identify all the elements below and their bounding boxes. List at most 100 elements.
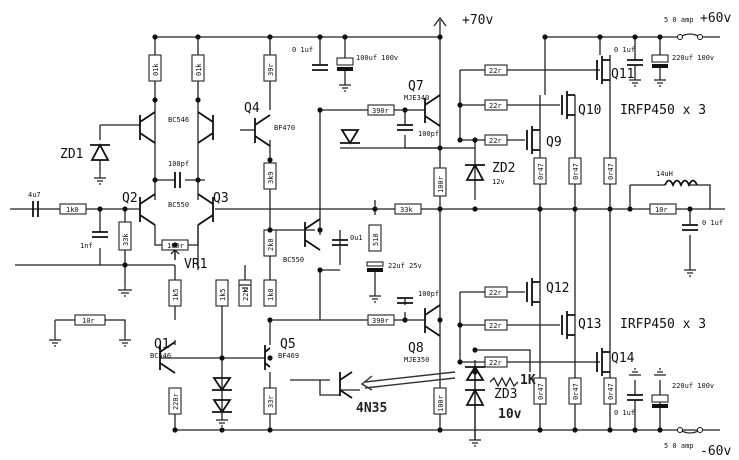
resistor-510 (368, 224, 382, 252)
resistor-0r47-b (568, 157, 582, 185)
r-220r-bot-value: 220r (172, 393, 180, 410)
resistor-1k5-c (238, 279, 252, 307)
r-0r47-d-value: 0r47 (537, 383, 545, 400)
resistor-0r47-c (603, 157, 617, 185)
rail-plus70-label: +70v (462, 13, 493, 28)
capacitor-100pf-q7 (397, 124, 413, 131)
r-22r-a-value: 22r (489, 67, 502, 75)
pnp-transistor-icon (254, 114, 271, 147)
q10-label: Q10 (578, 103, 601, 118)
c-100pf-bot-value: 100pf (418, 290, 439, 298)
r-22r-c-value: 22r (489, 137, 502, 145)
zd3-upper-diode (465, 365, 485, 381)
zd2-label: ZD2 (492, 161, 515, 176)
q1-label: Q1 (154, 337, 170, 352)
resistor-1k0-b (263, 279, 277, 307)
r-1k0-value: 1k0 (66, 206, 79, 214)
r-33r-bot-value: 33r (267, 395, 275, 408)
r-1k5-r-value: 1k5 (219, 288, 227, 301)
r-0r47-f-value: 0r47 (607, 383, 615, 400)
resistor-10r-gnd (74, 314, 106, 326)
c-100pf-pair-value: 100pf (168, 160, 189, 168)
capacitor-01uf-top (312, 64, 328, 71)
r-1k5-l-value: 1k5 (172, 288, 180, 301)
capacitor-220uf-bot (651, 394, 669, 403)
irfp-bottom-label: IRFP450 x 3 (620, 317, 706, 332)
resistor-33k-fb (394, 203, 422, 215)
junctions (97, 34, 693, 433)
rail-plus60-label: +60v (700, 11, 731, 26)
r-0r47-b-value: 0r47 (572, 163, 580, 180)
capacitor-220uf-top (651, 54, 669, 63)
bf469-label: BF469 (278, 352, 299, 360)
q8-transistor (424, 304, 441, 337)
bc550-vbe: BC550 (283, 256, 304, 264)
inductor-icon (664, 179, 698, 188)
c-01uf-bot-value: 0 1uf (614, 409, 635, 417)
r-2k0-value: 2k0 (267, 238, 275, 251)
r01b-value: 01k (195, 63, 203, 76)
c-100uf-top-value: 100uf 100v (356, 54, 398, 62)
resistor-390-top (367, 104, 395, 116)
r-0r47-e-value: 0r47 (572, 383, 580, 400)
r-22r-f-value: 22r (489, 359, 502, 367)
q1-stack-diode-a (212, 377, 232, 392)
vbe-transistor (304, 218, 321, 251)
ground-icon (49, 79, 696, 447)
q7-transistor (424, 94, 441, 127)
c-0u1-mid-value: 0u1 (350, 234, 363, 242)
labels: +70v +60v -60v 5 0 amp 5 0 amp ZD1 Q2 Q3… (28, 11, 731, 459)
q2-label: Q2 (122, 191, 138, 206)
c-1nf-value: 1nf (80, 242, 93, 250)
c-100pf-q7-value: 100pf (418, 130, 439, 138)
r-510-value: 510 (372, 233, 380, 246)
q5-label: Q5 (280, 337, 296, 352)
capacitor-100pf-bot (397, 297, 413, 304)
c-01uf-out-value: 0 1uf (702, 219, 723, 227)
r-10r-gnd-value: 10r (82, 317, 95, 325)
zd3-label: ZD3 (494, 387, 517, 402)
rail-arrow-icon (433, 16, 447, 27)
resistor-33k-in (118, 221, 132, 251)
capacitor-01uf-out (682, 224, 698, 231)
c-22uf-value: 22uf 25v (388, 262, 422, 270)
resistor-220r-bot (168, 387, 182, 415)
c-01uf-top-value: 0 1uf (292, 46, 313, 54)
q1-transistor (159, 341, 176, 374)
resistor-0r47-e (568, 377, 582, 405)
bc546-bottom: BC546 (150, 352, 171, 360)
q7-label: Q7 (408, 79, 424, 94)
mosfet-icon (526, 56, 610, 376)
q12-label: Q12 (546, 281, 569, 296)
r-33k-in-value: 33k (122, 233, 130, 246)
r-22r-b-value: 22r (489, 102, 502, 110)
r-ce-value: 22k (242, 288, 250, 301)
resistor-22r-a (484, 64, 508, 76)
r-3k9-value: 3k9 (267, 171, 275, 184)
c-220uf-bot-value: 220uf 100v (672, 382, 714, 390)
in-cap-value: 4u7 (28, 191, 41, 199)
rail-minus60-label: -60v (700, 444, 731, 459)
resistor-3k9 (263, 162, 277, 190)
resistor-0r47-a (533, 157, 547, 185)
transistors (139, 94, 441, 374)
optocoupler-icon (339, 371, 456, 399)
resistor-input-1k0 (59, 203, 87, 215)
vr1-wiper (170, 249, 180, 260)
fuse-icon (679, 33, 701, 38)
resistor-1k5-l (168, 279, 182, 307)
r-100r-z-value: 100r (437, 395, 445, 412)
resistor-33r-bot (263, 387, 277, 415)
q13-label: Q13 (578, 317, 601, 332)
bf470-label: BF470 (274, 124, 295, 132)
wiring (10, 20, 725, 440)
q14-label: Q14 (611, 351, 635, 366)
r-22r-d-value: 22r (489, 289, 502, 297)
capacitor-100uf-top (336, 57, 354, 66)
capacitor-100pf-pair (174, 172, 181, 188)
zd3-voltage: 10v (498, 407, 522, 422)
capacitor-01uf-r (627, 59, 643, 66)
resistor-22r-c (484, 134, 508, 146)
fuse-top-label: 5 0 amp (664, 16, 694, 24)
